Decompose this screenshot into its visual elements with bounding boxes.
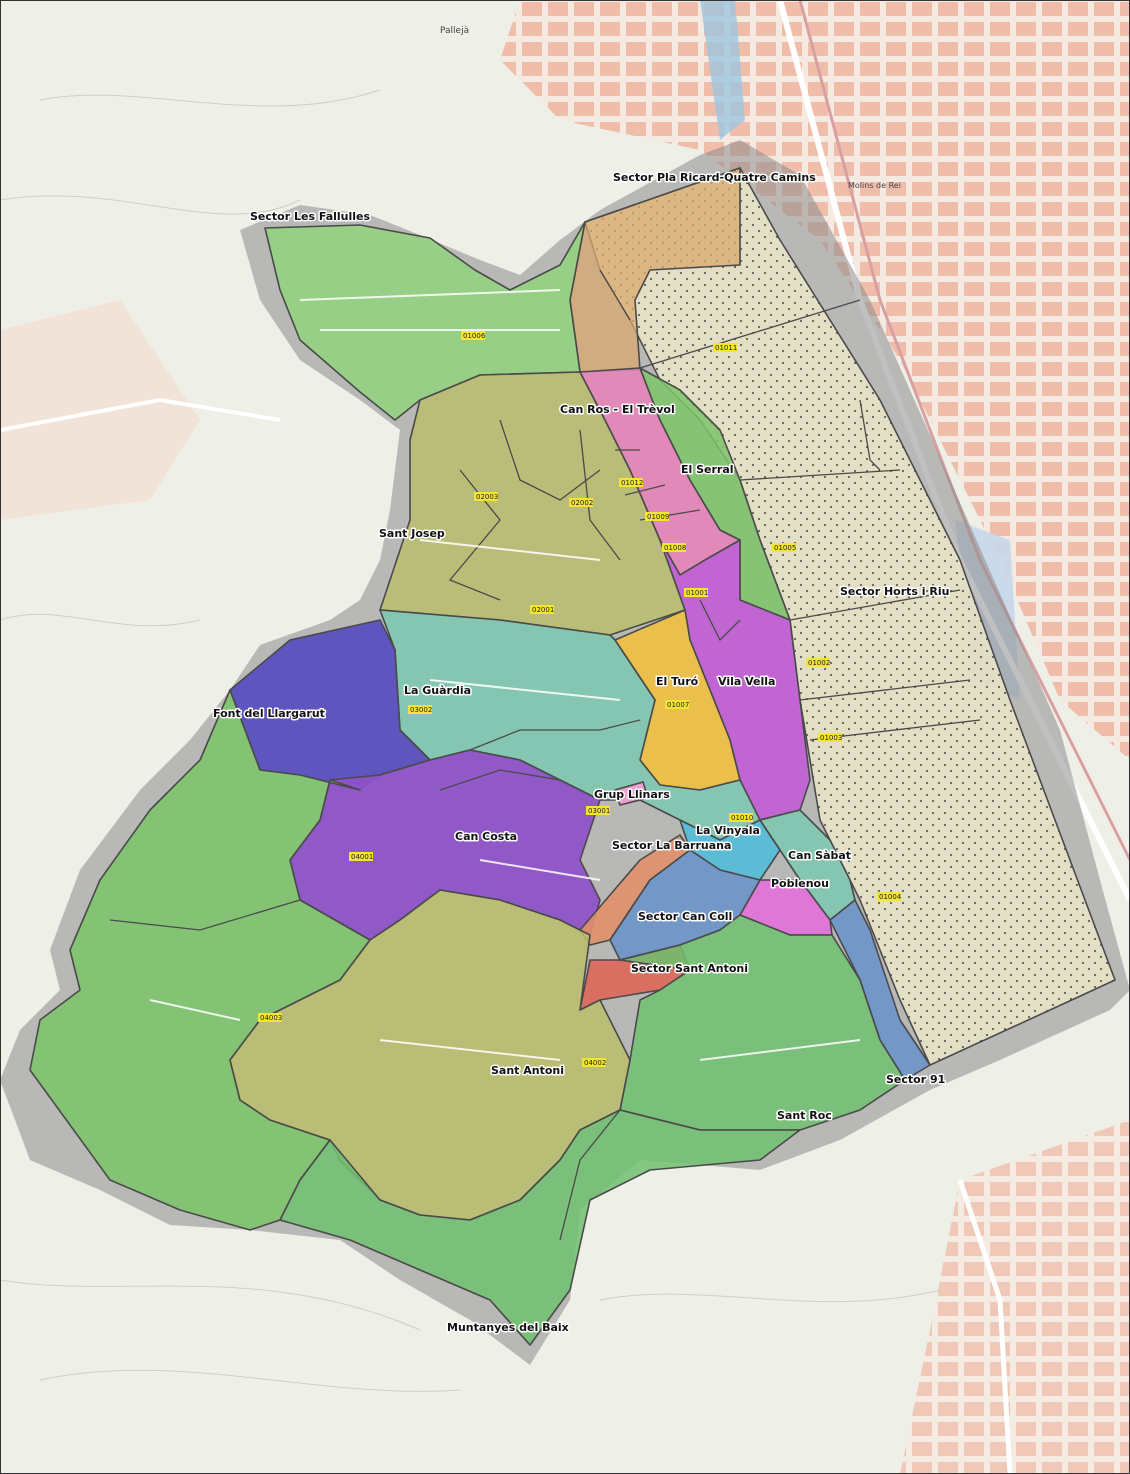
label-can-costa: Can Costa [455,830,517,843]
zone-muntanyes-del-baix[interactable] [279,1109,801,1346]
contours [0,89,941,1392]
label-sector-les-fallulles: Sector Les Fallulles [250,210,370,223]
label-sant-antoni: Sant Antoni [491,1064,564,1077]
code-04003: 04003 [260,1014,282,1022]
zone-sant-roc[interactable] [619,914,906,1131]
place-label-pallejà: Pallejà [440,26,469,36]
label-el-turo: El Turó [656,675,699,688]
label-sector-sant-antoni: Sector Sant Antoni [631,962,748,975]
section-codes: 01006 01011 02003 02002 01012 01009 0100… [258,331,902,1067]
code-01001: 01001 [686,589,708,597]
code-03002: 03002 [410,706,432,714]
label-sant-roc: Sant Roc [777,1109,832,1122]
label-sector-pla-ricard: Sector Pla Ricard-Quatre Camins [613,171,816,184]
label-sant-josep: Sant Josep [379,527,445,540]
code-04002: 04002 [584,1059,606,1067]
urban-area-molins [500,0,1130,760]
label-can-ros: Can Ros - El Trèvol [560,403,675,416]
code-01011: 01011 [715,344,737,352]
urban-area-south [900,1120,1130,1474]
label-el-serral: El Serral [681,463,734,476]
zones [29,167,1116,1346]
code-01006: 01006 [463,332,486,340]
label-sector-horts-i-riu: Sector Horts i Riu [840,585,949,598]
label-sector-can-coll: Sector Can Coll [638,910,732,923]
code-01004: 01004 [879,893,902,901]
place-label-molins: Molins de Rei [848,181,901,190]
code-01007: 01007 [667,701,689,709]
label-font-del-llargarut: Font del Llargarut [213,707,325,720]
zone-sector-les-fallulles[interactable] [264,221,586,421]
code-01002: 01002 [808,659,830,667]
code-03001: 03001 [588,807,610,815]
label-sector-91: Sector 91 [886,1073,945,1086]
code-01005: 01005 [774,544,796,552]
zone-grup-llinars[interactable] [614,781,649,806]
label-grup-llinars: Grup Llinars [594,788,670,801]
code-01008: 01008 [664,544,686,552]
label-poblenou: Poblenou [771,877,829,890]
code-01003: 01003 [820,734,842,742]
neighborhood-labels: Sector Pla Ricard-Quatre Camins Sector L… [212,170,951,1336]
label-sector-la-barruana: Sector La Barruana [612,839,731,852]
code-02002: 02002 [571,499,593,507]
river [700,0,745,140]
code-04001: 04001 [351,853,373,861]
code-01012: 01012 [621,479,643,487]
code-01010: 01010 [731,814,753,822]
streets [149,289,861,1061]
label-muntanyes-del-baix: Muntanyes del Baix [447,1321,569,1334]
label-la-vinyala: La Vinyala [696,824,760,837]
code-01009: 01009 [647,513,669,521]
code-02003: 02003 [476,493,498,501]
label-can-sabat: Can Sàbat [788,849,851,862]
code-02001: 02001 [532,606,554,614]
label-vila-vella: Vila Vella [718,675,775,688]
label-la-guardia: La Guàrdia [404,684,471,697]
